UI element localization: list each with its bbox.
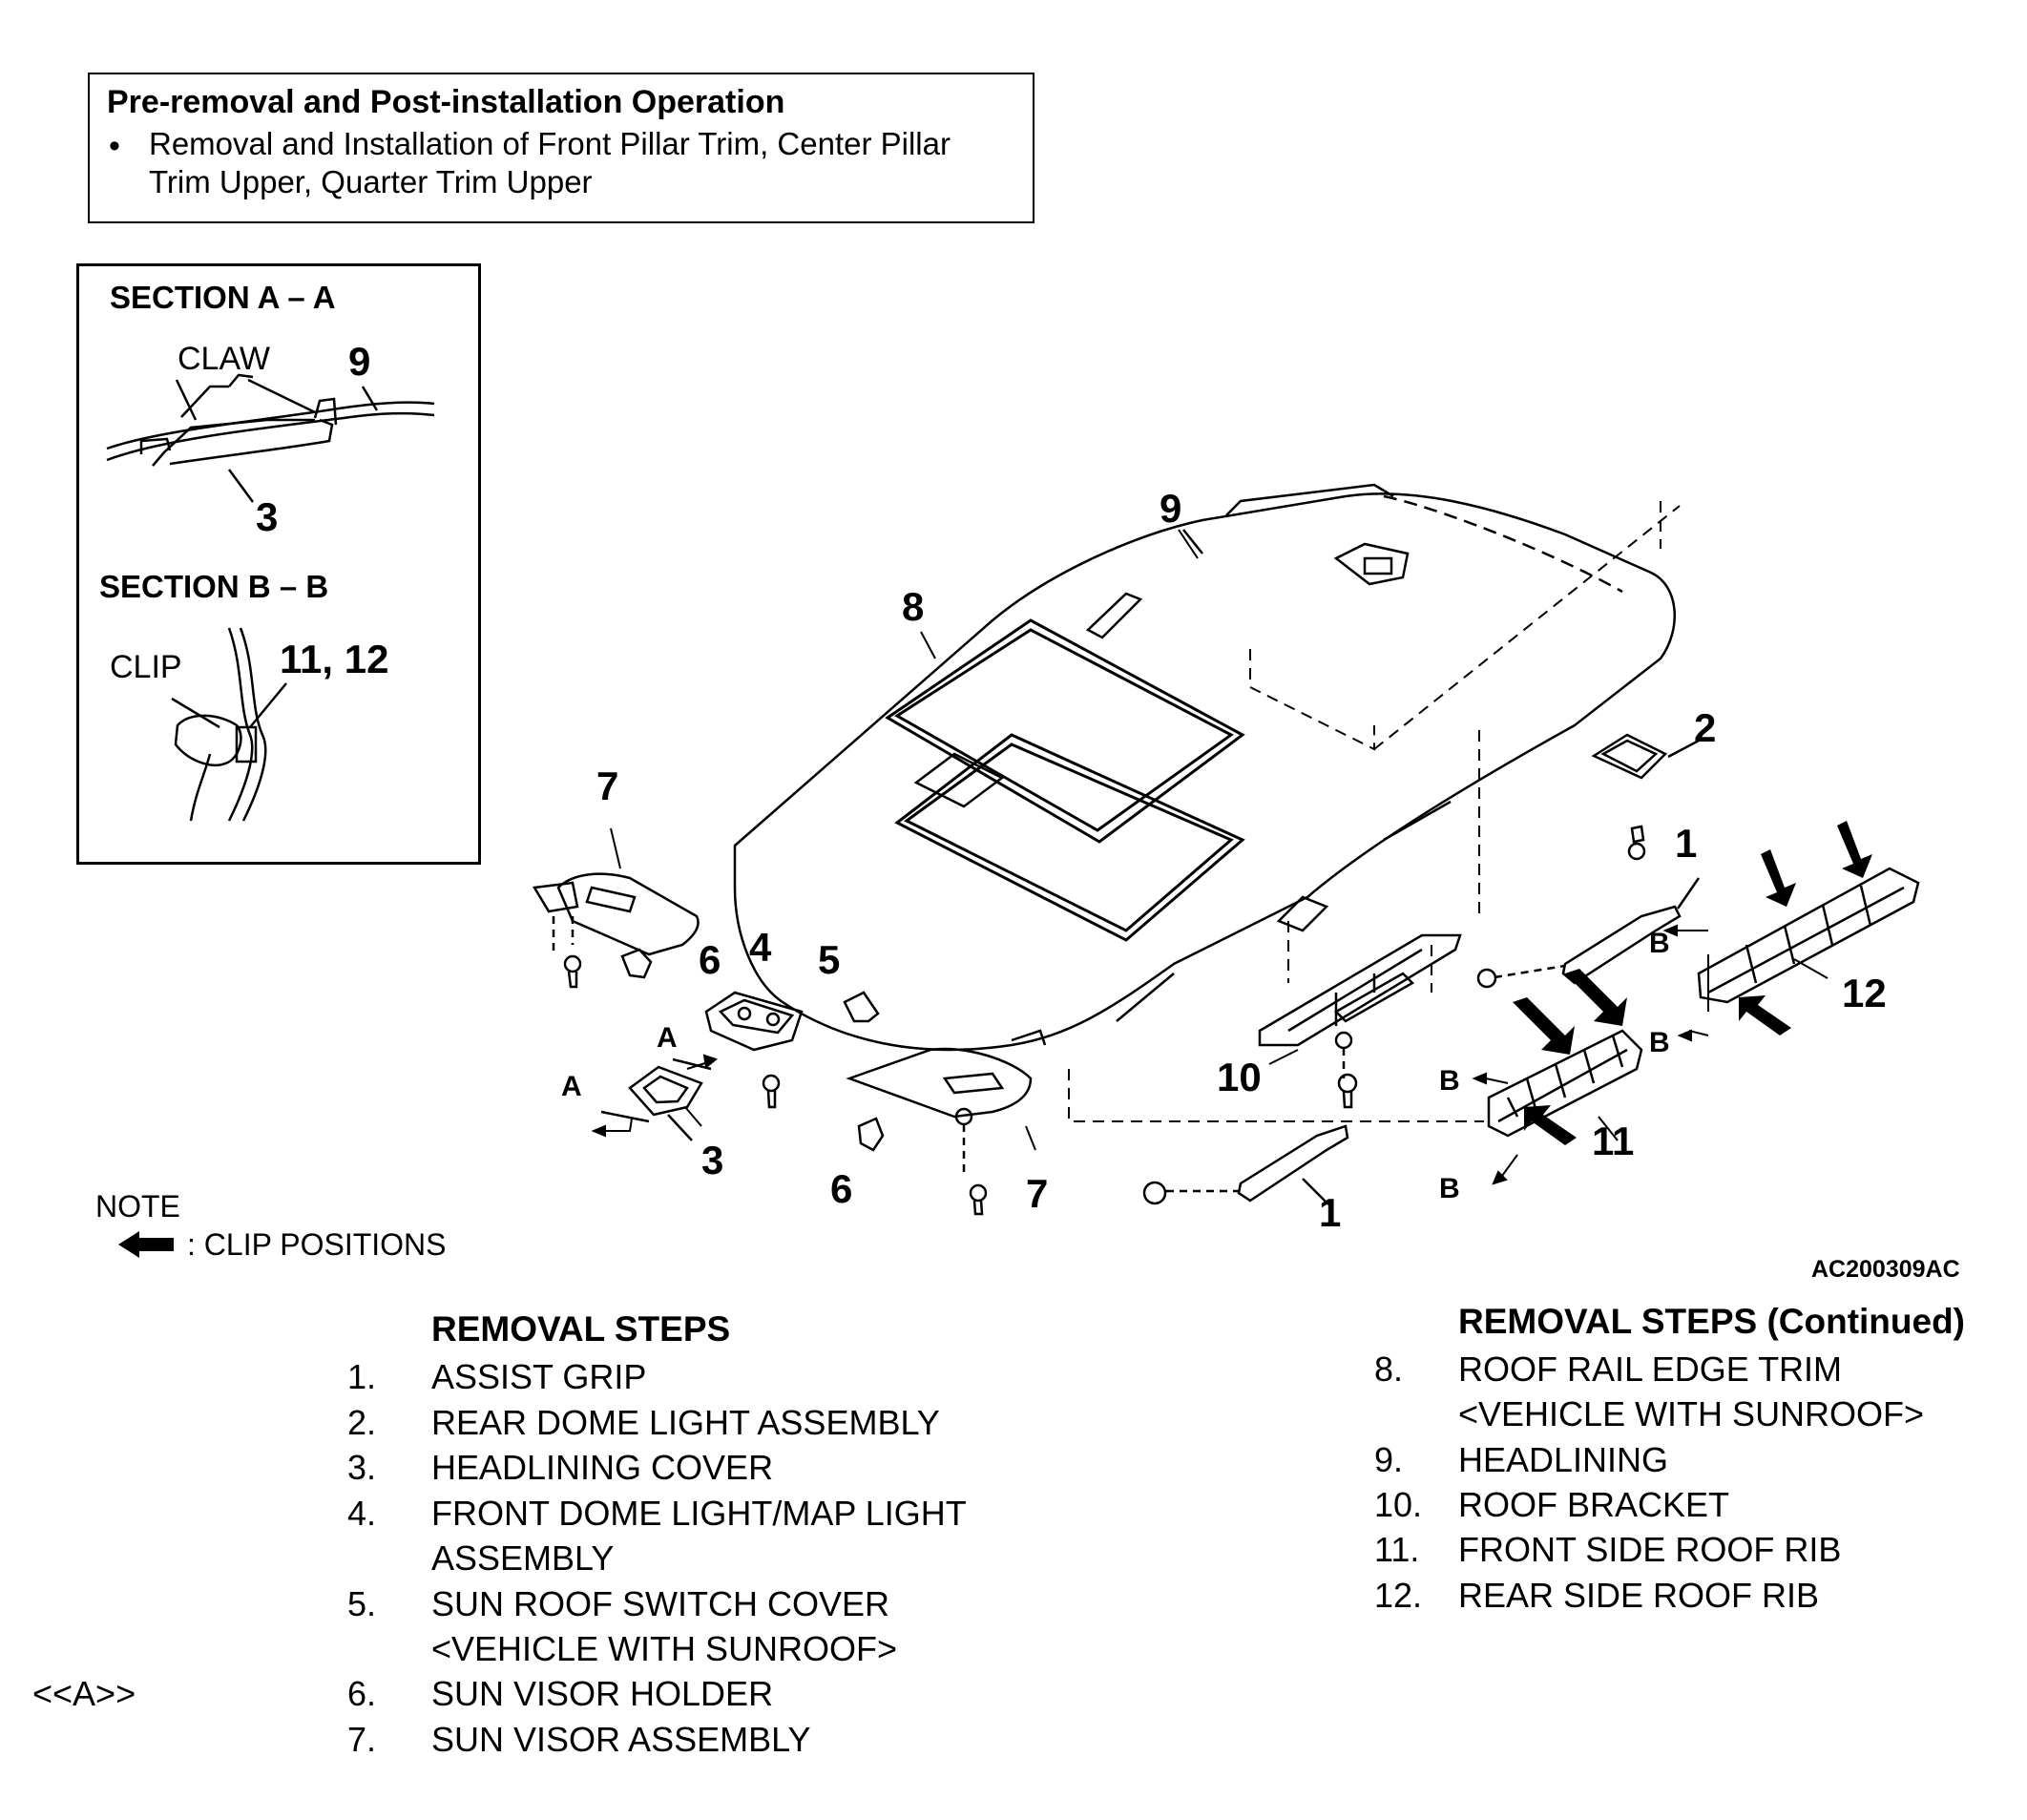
front-side-roof-rib xyxy=(1487,1029,1643,1138)
step-number: 8. xyxy=(1374,1349,1404,1389)
claw-label: CLAW xyxy=(178,341,270,377)
step-number: 3. xyxy=(347,1448,377,1487)
front-dome-light xyxy=(704,991,804,1109)
step-number: 9. xyxy=(1374,1440,1404,1479)
section-a-mark-2: A xyxy=(561,1071,582,1102)
sun-visor-right xyxy=(846,1047,1033,1216)
callout-4: 4 xyxy=(749,925,772,970)
step-text: ROOF RAIL EDGE TRIM xyxy=(1458,1349,1843,1389)
callout-11: 11 xyxy=(1592,1119,1634,1163)
step-text: ASSIST GRIP xyxy=(431,1357,647,1396)
step-number: 7. xyxy=(347,1720,377,1759)
clip-arrow-icon xyxy=(1524,1105,1577,1145)
step-number: 12. xyxy=(1374,1576,1423,1615)
step-number: 2. xyxy=(347,1403,377,1442)
step-number: 1. xyxy=(347,1357,377,1396)
section-b-mark-3: B xyxy=(1439,1065,1460,1097)
section-a-part-3: 3 xyxy=(256,494,278,539)
figure-code: AC200309AC xyxy=(1811,1256,1960,1283)
step-number: 4. xyxy=(347,1494,377,1533)
step-text: FRONT SIDE ROOF RIB xyxy=(1458,1530,1842,1569)
callout-7-left: 7 xyxy=(596,764,618,808)
step-text-continued: <VEHICLE WITH SUNROOF> xyxy=(1458,1394,1925,1433)
section-arrows xyxy=(591,924,1709,1185)
callout-7-right: 7 xyxy=(1026,1171,1048,1216)
reference-mark: <<A>> xyxy=(32,1674,136,1713)
step-number: 5. xyxy=(347,1584,377,1623)
left-arrow-icon xyxy=(118,1231,174,1258)
step-number: 6. xyxy=(347,1674,377,1713)
callout-5: 5 xyxy=(818,937,840,982)
clip-arrow-icon xyxy=(1565,969,1627,1026)
rear-side-roof-rib xyxy=(1697,867,1920,1004)
step-text: ROOF BRACKET xyxy=(1458,1485,1730,1524)
removal-steps-title: REMOVAL STEPS xyxy=(431,1309,731,1349)
step-text: SUN VISOR HOLDER xyxy=(431,1674,774,1713)
clip-position-arrows xyxy=(1513,821,1872,1145)
callout-3: 3 xyxy=(701,1138,723,1182)
note-title: NOTE xyxy=(95,1189,180,1224)
step-number: 11. xyxy=(1374,1530,1420,1569)
section-b-detail xyxy=(171,627,287,822)
section-a-part-9: 9 xyxy=(348,339,370,384)
step-text: FRONT DOME LIGHT/MAP LIGHT xyxy=(431,1494,967,1533)
leader-lines xyxy=(610,529,1828,1151)
rear-dome-light xyxy=(1591,733,1700,780)
assist-grip-lower xyxy=(1142,1124,1349,1205)
section-b-parts: 11, 12 xyxy=(280,637,388,681)
sun-visor-left xyxy=(532,872,700,989)
step-text-continued: <VEHICLE WITH SUNROOF> xyxy=(431,1629,898,1668)
step-text-continued: ASSEMBLY xyxy=(431,1538,615,1578)
step-text: HEADLINING COVER xyxy=(431,1448,774,1487)
removal-steps-continued-title: REMOVAL STEPS (Continued) xyxy=(1458,1302,1966,1341)
step-text: HEADLINING xyxy=(1458,1440,1669,1479)
section-a-mark-1: A xyxy=(657,1022,678,1054)
clip-arrow-icon xyxy=(1739,995,1791,1036)
callout-2: 2 xyxy=(1694,705,1716,750)
callout-1-upper: 1 xyxy=(1675,821,1697,866)
step-text: SUN ROOF SWITCH COVER xyxy=(431,1584,890,1623)
pre-removal-box: Pre-removal and Post-installation Operat… xyxy=(88,73,1034,223)
headlining-cover xyxy=(600,1057,712,1141)
callout-8: 8 xyxy=(902,584,924,629)
clip-arrow-icon xyxy=(1837,821,1872,878)
pre-removal-text-line2: Trim Upper, Quarter Trim Upper xyxy=(149,164,593,199)
callout-1-lower: 1 xyxy=(1319,1190,1341,1235)
pre-removal-title: Pre-removal and Post-installation Operat… xyxy=(107,84,785,120)
step-text: REAR SIDE ROOF RIB xyxy=(1458,1576,1820,1615)
callout-6-lower: 6 xyxy=(830,1166,852,1211)
clip-arrow-icon xyxy=(1761,849,1796,907)
section-a-detail xyxy=(106,373,435,503)
step-text: REAR DOME LIGHT ASSEMBLY xyxy=(431,1403,940,1442)
section-detail-box xyxy=(76,263,481,865)
roof-bracket xyxy=(1258,933,1462,1109)
step-number: 10. xyxy=(1374,1485,1423,1524)
step-text: SUN VISOR ASSEMBLY xyxy=(431,1720,811,1759)
section-a-title: SECTION A – A xyxy=(110,280,336,315)
headlining xyxy=(733,483,1676,1052)
clip-arrow-icon xyxy=(1513,997,1575,1055)
callout-9: 9 xyxy=(1160,486,1181,531)
section-b-mark-4: B xyxy=(1439,1173,1460,1204)
sun-visor-holder-1 xyxy=(620,948,653,979)
clip-label: CLIP xyxy=(110,649,182,685)
sunroof-switch-cover xyxy=(843,991,880,1023)
bullet-icon: • xyxy=(109,128,120,164)
assist-grip-upper xyxy=(1476,877,1701,989)
section-b-title: SECTION B – B xyxy=(99,569,328,604)
callout-12: 12 xyxy=(1842,971,1887,1015)
section-b-mark-2: B xyxy=(1649,1027,1670,1058)
fastener-guides xyxy=(1068,501,1681,1122)
callout-6-upper: 6 xyxy=(699,937,721,982)
callout-10: 10 xyxy=(1217,1055,1262,1099)
pre-removal-text-line1: Removal and Installation of Front Pillar… xyxy=(149,126,951,161)
screw-2 xyxy=(1627,825,1646,861)
note-text: : CLIP POSITIONS xyxy=(187,1227,447,1262)
roof-rail-edge-trim xyxy=(885,618,1245,942)
sun-visor-holder-2 xyxy=(857,1117,885,1152)
section-b-mark-1: B xyxy=(1649,928,1670,959)
